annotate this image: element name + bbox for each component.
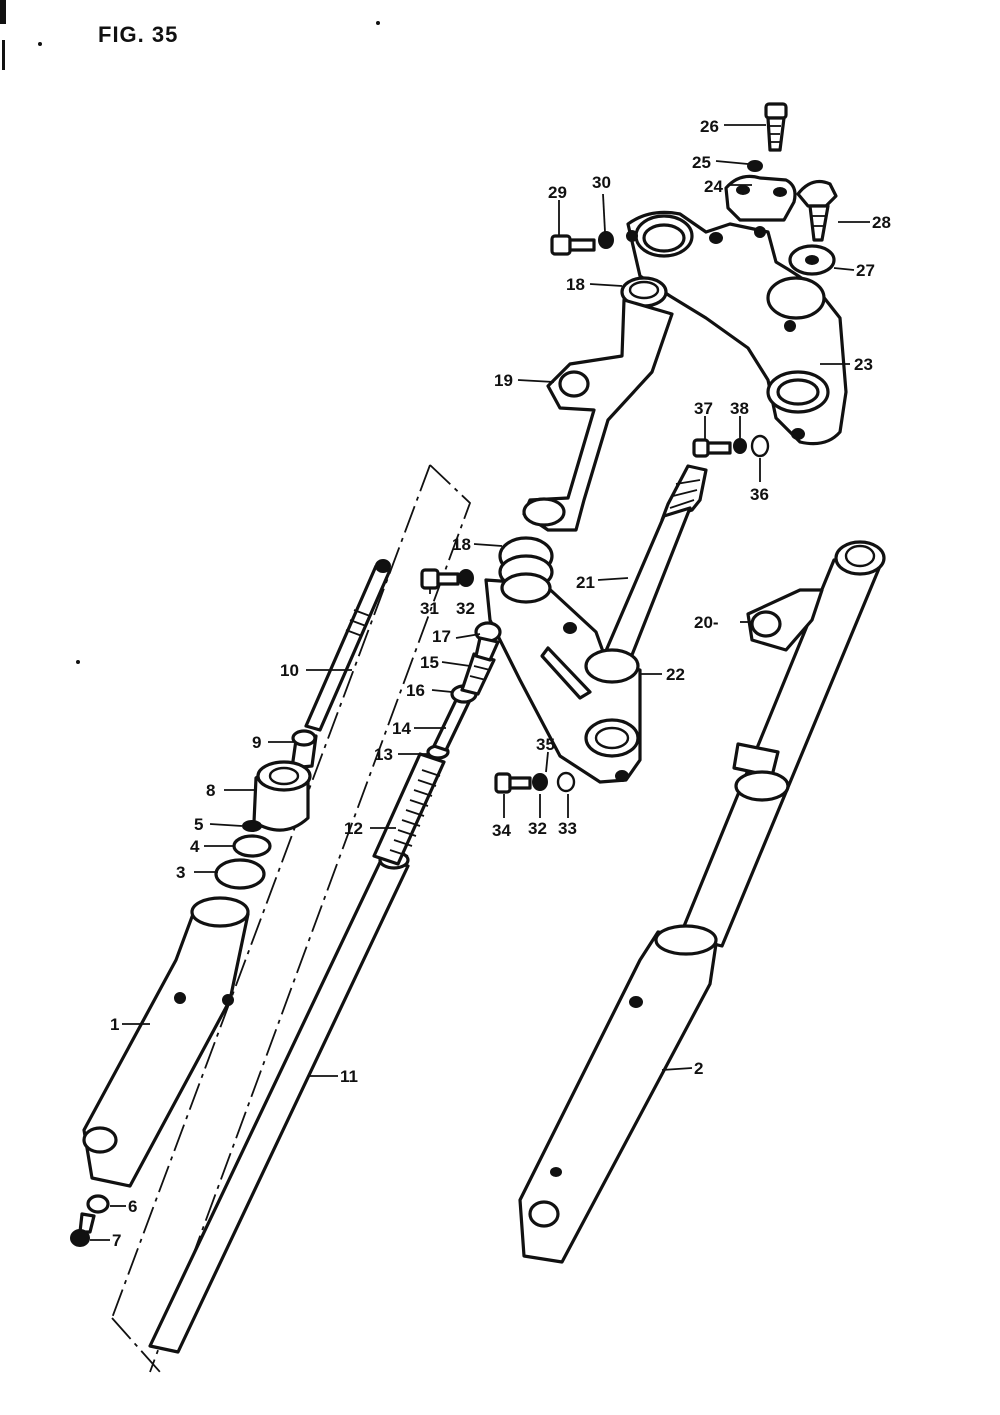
callout-1: 1	[110, 1015, 119, 1034]
callout-36: 36	[750, 485, 769, 504]
callout-26: 26	[700, 117, 719, 136]
leader-lines	[90, 124, 870, 1241]
gasket-6	[86, 1194, 110, 1214]
callout-21: 21	[576, 573, 595, 592]
callout-31: 31	[420, 599, 439, 618]
callout-22: 22	[666, 665, 685, 684]
handlebar-clamp-24	[724, 174, 797, 222]
bolt-31	[420, 568, 460, 590]
circlip-5	[242, 820, 262, 832]
bolt-28	[796, 180, 838, 242]
callout-33: 33	[558, 819, 577, 838]
callout-20: 20-	[694, 613, 719, 632]
rebound-spring-9	[290, 729, 318, 770]
bolt-34	[494, 772, 532, 794]
washer-25	[747, 160, 763, 172]
steering-stem-21	[600, 464, 708, 662]
left-fork-internals	[70, 559, 502, 1354]
lower-bracket-22	[484, 578, 642, 784]
callout-6: 6	[128, 1197, 137, 1216]
upper-bracket-group	[522, 102, 848, 532]
callout-11: 11	[340, 1067, 358, 1086]
washer-38	[733, 438, 747, 454]
callout-24: 24	[704, 177, 723, 196]
bolt-7	[70, 1212, 96, 1247]
callout-29: 29	[548, 183, 567, 202]
headlight-bracket-19	[522, 298, 674, 532]
callout-16: 16	[406, 681, 425, 700]
washer-32-upper	[458, 569, 474, 587]
oil-seal-3	[214, 858, 266, 890]
callout-4: 4	[190, 837, 200, 856]
right-fork-ring	[732, 742, 790, 802]
callout-13: 13	[374, 745, 393, 764]
callout-37: 37	[694, 399, 713, 418]
callout-32-lower: 32	[528, 819, 547, 838]
callout-3: 3	[176, 863, 185, 882]
washer-33	[556, 771, 576, 793]
bolt-26	[764, 102, 788, 152]
callout-18-lower: 18	[452, 535, 471, 554]
callout-12: 12	[344, 819, 363, 838]
bolt-29	[550, 234, 596, 256]
callout-23: 23	[854, 355, 873, 374]
callout-10: 10	[280, 661, 299, 680]
cover-ring-18-lower	[498, 536, 554, 604]
figure-title: FIG. 35	[98, 22, 179, 47]
callout-labels: 26 25 24 29 30 28 27 18 23 19 37 38 36 1…	[110, 117, 891, 1250]
steering-stem-group	[420, 464, 708, 794]
washer-4	[232, 834, 272, 858]
washer-32-lower	[532, 773, 548, 791]
scan-specks	[0, 0, 380, 664]
callout-35: 35	[536, 735, 555, 754]
callout-38: 38	[730, 399, 749, 418]
washer-30	[598, 231, 614, 249]
fork-seal-8	[252, 760, 312, 832]
callout-28: 28	[872, 213, 891, 232]
callout-14: 14	[392, 719, 411, 738]
cap-bolt-17	[474, 621, 502, 662]
right-fork-slider-2	[518, 930, 718, 1264]
callout-34: 34	[492, 821, 511, 840]
bolt-37	[692, 438, 732, 458]
callout-19: 19	[494, 371, 513, 390]
washer-27	[788, 244, 836, 276]
callout-5: 5	[194, 815, 203, 834]
callout-18-upper: 18	[566, 275, 585, 294]
damper-rod-10	[304, 559, 392, 732]
callout-8: 8	[206, 781, 215, 800]
headlight-bracket-20	[746, 588, 824, 652]
callout-32-upper: 32	[456, 599, 475, 618]
callout-17: 17	[432, 627, 451, 646]
fork-spring-12	[372, 752, 446, 866]
callout-7: 7	[112, 1231, 121, 1250]
assembly-dash-lines	[111, 464, 472, 1373]
upper-bracket-23	[626, 210, 848, 446]
right-fork-group	[518, 540, 886, 1264]
callout-25: 25	[692, 153, 711, 172]
washer-36	[750, 434, 770, 458]
left-fork-slider-1	[82, 904, 250, 1188]
callout-27: 27	[856, 261, 875, 280]
callout-30: 30	[592, 173, 611, 192]
callout-2: 2	[694, 1059, 703, 1078]
callout-15: 15	[420, 653, 439, 672]
callout-9: 9	[252, 733, 261, 752]
spacer-14	[432, 694, 472, 752]
